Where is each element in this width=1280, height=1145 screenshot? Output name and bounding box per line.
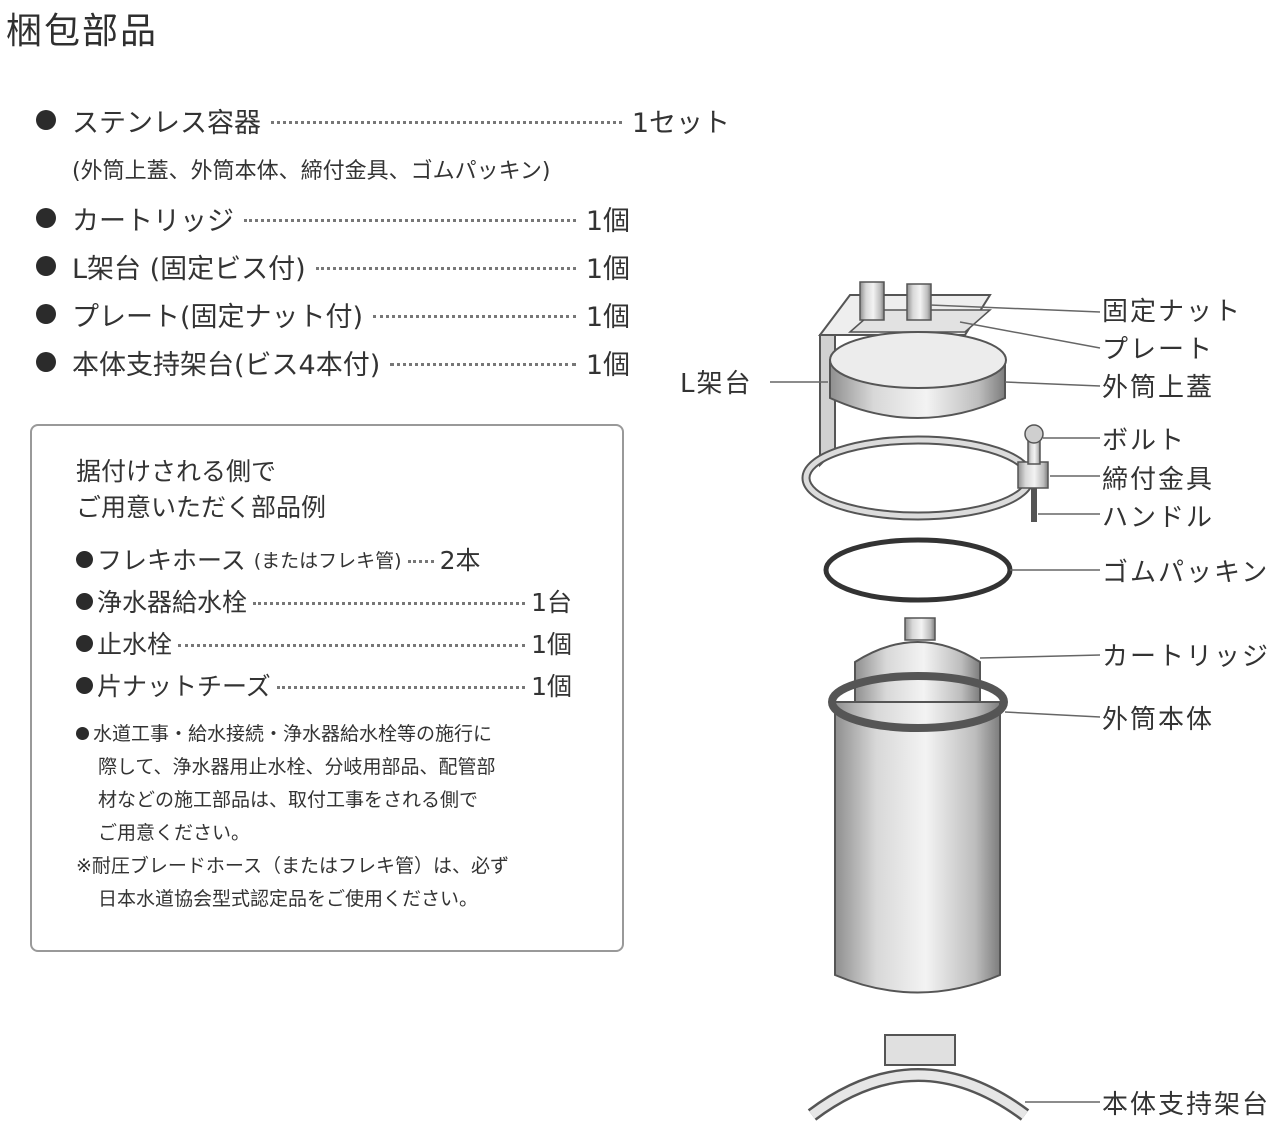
dot-leader (390, 362, 576, 366)
item-name: ステンレス容器 (72, 107, 261, 139)
note-line: 日本水道協会型式認定品をご使用ください。 (98, 888, 479, 910)
item-name: 本体支持架台(ビス4本付) (72, 349, 381, 381)
label-handle: ハンドル (1102, 503, 1214, 533)
bullet-icon (36, 208, 56, 228)
box-heading-line: ご用意いただく部品例 (76, 493, 327, 522)
label-bolt: ボルト (1102, 426, 1186, 456)
list-item: カートリッジ 1個 (30, 194, 630, 242)
label-clamp: 締付金具 (1102, 465, 1214, 495)
item-name: プレート(固定ナット付) (72, 301, 364, 333)
note-line: 材などの施工部品は、取付工事をされる側で (98, 789, 479, 811)
body-part (828, 672, 1008, 994)
note-line: 水道工事・給水接続・浄水器給水栓等の施行に (76, 718, 576, 751)
dot-leader (271, 120, 622, 124)
exploded-parts-diagram: 固定ナット プレート L架台 外筒上蓋 ボルト 締付金具 ハンドル ゴムパッキン… (680, 281, 1270, 1121)
bullet-icon (76, 634, 93, 652)
label-plate: プレート (1102, 335, 1214, 365)
nut-part (859, 281, 932, 321)
label-nut: 固定ナット (1102, 297, 1242, 327)
item-name: フレキホース (97, 546, 246, 575)
note-text: 水道工事・給水接続・浄水器給水栓等の施行に (93, 723, 493, 745)
gasket-part (823, 537, 1013, 603)
bullet-icon (76, 727, 89, 740)
note-line: ご用意ください。 (98, 822, 251, 844)
clamp-part (801, 435, 1049, 521)
item-qty: 1個 (585, 349, 630, 381)
item-name: 片ナットチーズ (97, 672, 271, 701)
label-gasket: ゴムパッキン (1102, 558, 1269, 588)
item-qty: 1セット (631, 107, 730, 139)
item-note: (またはフレキ管) (253, 549, 402, 572)
bullet-icon (36, 352, 56, 372)
installation-note: 水道工事・給水接続・浄水器給水栓等の施行に 際して、浄水器用止水栓、分岐用部品、… (76, 718, 576, 916)
bullet-icon (76, 676, 93, 694)
note-line: 際して、浄水器用止水栓、分岐用部品、配管部 (98, 756, 496, 778)
item-name: 止水栓 (97, 630, 173, 659)
cartridge-part (854, 617, 981, 711)
item-qty: 1個 (585, 205, 630, 237)
item-qty: 1台 (531, 588, 572, 617)
item-qty: 1個 (585, 253, 630, 285)
label-lid: 外筒上蓋 (1102, 373, 1214, 403)
lid-part (829, 331, 1007, 419)
list-item: 本体支持架台(ビス4本付) 1個 (30, 338, 630, 386)
list-item: プレート(固定ナット付) 1個 (30, 290, 630, 338)
dot-leader (253, 601, 526, 605)
list-item: フレキホース (またはフレキ管) 2本 (76, 538, 572, 580)
page-title: 梱包部品 (6, 11, 159, 52)
item-name: 浄水器給水栓 (97, 588, 248, 617)
item-qty: 1個 (531, 630, 572, 659)
item-name: カートリッジ (72, 205, 234, 237)
list-item: L架台 (固定ビス付) 1個 (30, 242, 630, 290)
leader-lines (770, 304, 1101, 1103)
stand-part (807, 1034, 1030, 1121)
label-bracket: L架台 (680, 369, 753, 399)
package-list: ステンレス容器 1セット (外筒上蓋、外筒本体、締付金具、ゴムパッキン) カート… (30, 96, 730, 386)
installer-parts-list: フレキホース (またはフレキ管) 2本 浄水器給水栓 1台 止水栓 1個 片ナッ… (76, 538, 572, 706)
item-sub-text: (外筒上蓋、外筒本体、締付金具、ゴムパッキン) (72, 159, 551, 184)
item-qty: 1個 (531, 672, 572, 701)
box-heading-line: 据付けされる側で (76, 457, 277, 486)
item-name: L架台 (固定ビス付) (72, 253, 306, 285)
list-item: 止水栓 1個 (76, 622, 572, 664)
dot-leader (244, 218, 576, 222)
dot-leader (407, 559, 434, 563)
bullet-icon (36, 110, 56, 130)
note-line: ※耐圧ブレードホース（またはフレキ管）は、必ず (76, 855, 509, 877)
box-heading: 据付けされる側で ご用意いただく部品例 (76, 454, 326, 526)
list-item-sub: (外筒上蓋、外筒本体、締付金具、ゴムパッキン) (30, 144, 730, 194)
installer-parts-box: 据付けされる側で ご用意いただく部品例 フレキホース (またはフレキ管) 2本 … (30, 424, 624, 952)
item-qty: 2本 (439, 546, 481, 575)
bullet-icon (36, 304, 56, 324)
label-body: 外筒本体 (1102, 705, 1214, 735)
list-item: 片ナットチーズ 1個 (76, 664, 572, 706)
bullet-icon (36, 256, 56, 276)
dot-leader (373, 314, 576, 318)
label-stand: 本体支持架台 (1102, 1090, 1270, 1120)
bullet-icon (76, 550, 93, 568)
item-qty: 1個 (585, 301, 630, 333)
dot-leader (276, 685, 526, 689)
dot-leader (315, 266, 576, 270)
bullet-icon (76, 592, 93, 610)
label-cartridge: カートリッジ (1102, 642, 1270, 672)
dot-leader (178, 643, 526, 647)
list-item: 浄水器給水栓 1台 (76, 580, 572, 622)
bolt-part (1024, 424, 1044, 465)
list-item: ステンレス容器 1セット (30, 96, 730, 144)
